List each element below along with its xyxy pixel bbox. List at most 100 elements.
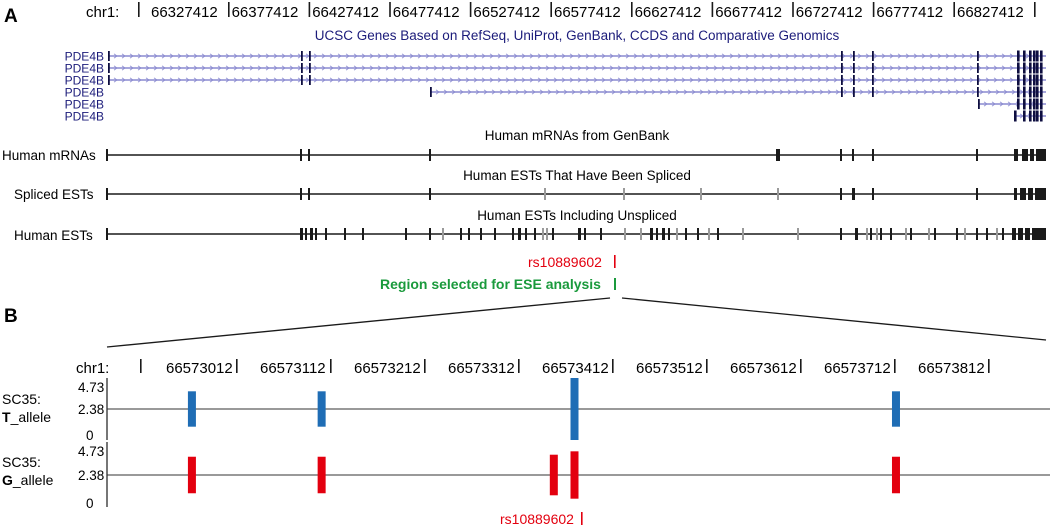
strand-arrow	[985, 53, 990, 59]
strand-arrow	[521, 77, 526, 83]
strand-arrow	[185, 65, 190, 71]
strand-arrow	[545, 65, 550, 71]
strand-arrow	[881, 53, 886, 59]
strand-arrow	[425, 53, 430, 59]
track-block	[1014, 149, 1018, 161]
strand-arrow	[977, 77, 982, 83]
strand-arrow	[867, 89, 872, 95]
track-block	[534, 228, 536, 240]
strand-arrow	[233, 77, 238, 83]
strand-arrow	[193, 65, 198, 71]
strand-arrow	[161, 65, 166, 71]
strand-arrow	[785, 65, 790, 71]
score-bar	[891, 456, 900, 494]
track-block	[1020, 188, 1026, 200]
t-allele-bars	[187, 378, 900, 440]
region-marker	[614, 278, 616, 290]
strand-arrow	[721, 65, 726, 71]
strand-arrow	[345, 77, 350, 83]
strand-arrow	[521, 53, 526, 59]
strand-arrow	[449, 53, 454, 59]
strand-arrow	[193, 53, 198, 59]
strand-arrow	[441, 77, 446, 83]
strand-arrow	[875, 89, 880, 95]
track-block	[578, 228, 581, 240]
strand-arrow	[817, 53, 822, 59]
gene-exon	[1017, 86, 1020, 98]
strand-arrow	[793, 53, 798, 59]
track-block	[1012, 228, 1016, 240]
strand-arrow	[377, 53, 382, 59]
strand-arrow	[233, 53, 238, 59]
gene-exon	[1023, 74, 1026, 86]
t-ytick-max: 4.73	[78, 380, 104, 395]
strand-arrow	[537, 65, 542, 71]
strand-arrow	[385, 77, 390, 83]
strand-arrow	[665, 65, 670, 71]
track-block-light	[544, 188, 546, 200]
strand-arrow	[497, 53, 502, 59]
track-block	[106, 188, 108, 200]
strand-arrow	[657, 65, 662, 71]
strand-arrow	[505, 65, 510, 71]
strand-arrow	[483, 89, 488, 95]
axis-tick-label: 66827412	[957, 4, 1024, 21]
strand-arrow	[393, 65, 398, 71]
strand-arrow	[129, 77, 134, 83]
axis-tick-label: 66573612	[730, 360, 797, 377]
axis-tick-label: 66727412	[796, 4, 863, 21]
gene-exon	[108, 63, 110, 73]
strand-arrow	[609, 53, 614, 59]
strand-arrow	[561, 65, 566, 71]
strand-arrow	[161, 77, 166, 83]
track-block	[460, 228, 462, 240]
strand-arrow	[891, 89, 896, 95]
axis-tick-mark	[330, 359, 332, 373]
strand-arrow	[353, 77, 358, 83]
strand-arrow	[857, 77, 862, 83]
strand-arrow	[449, 77, 454, 83]
strand-arrow	[209, 77, 214, 83]
strand-arrow	[217, 77, 222, 83]
track-block	[106, 149, 108, 161]
track-block	[494, 228, 496, 240]
strand-arrow	[745, 65, 750, 71]
g-ytick-zero: 0	[86, 496, 94, 511]
strand-arrow	[905, 65, 910, 71]
strand-arrow	[865, 65, 870, 71]
strand-arrow	[499, 89, 504, 95]
gene-exon	[1023, 86, 1026, 98]
track-block-light	[928, 228, 930, 240]
gene-exon	[872, 63, 874, 73]
strand-arrow	[337, 53, 342, 59]
gene-exon	[1036, 110, 1039, 122]
strand-arrow	[601, 77, 606, 83]
strand-arrow	[241, 77, 246, 83]
strand-arrow	[553, 65, 558, 71]
strand-arrow	[257, 65, 262, 71]
strand-arrow	[779, 89, 784, 95]
strand-arrow	[385, 65, 390, 71]
track-block-light	[676, 228, 678, 240]
gene-name-label: PDE4B	[65, 50, 104, 64]
score-bar	[891, 391, 900, 427]
strand-arrow	[593, 65, 598, 71]
strand-arrow	[729, 65, 734, 71]
strand-arrow	[841, 53, 846, 59]
strand-arrow	[675, 89, 680, 95]
strand-arrow	[313, 53, 318, 59]
strand-arrow	[585, 77, 590, 83]
axis-tick-label: 66573812	[918, 360, 985, 377]
strand-arrow	[321, 65, 326, 71]
gene-exon	[1036, 62, 1039, 74]
track-block	[776, 149, 780, 161]
human-est-track	[106, 228, 1046, 240]
strand-arrow	[601, 53, 606, 59]
strand-arrow	[737, 53, 742, 59]
axis-tick-mark	[550, 2, 552, 17]
score-bar	[187, 391, 196, 427]
strand-arrow	[841, 65, 846, 71]
strand-arrow	[145, 53, 150, 59]
strand-arrow	[929, 65, 934, 71]
strand-arrow	[659, 89, 664, 95]
